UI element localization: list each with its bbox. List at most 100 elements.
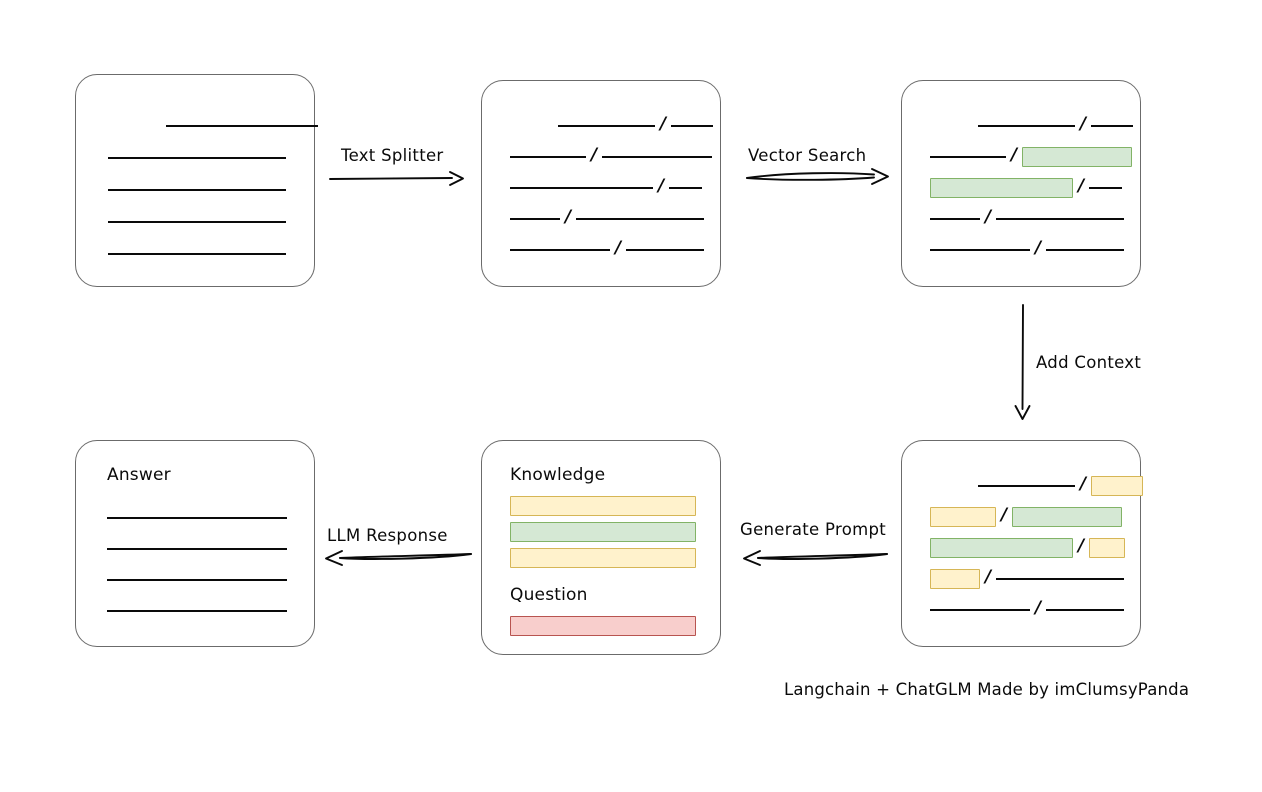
matched-chunks-lines: / / / / / bbox=[930, 115, 1134, 259]
highlighted-chunk-yellow[interactable] bbox=[1089, 538, 1126, 558]
chunk-separator: / bbox=[1001, 504, 1008, 525]
text-rule bbox=[671, 125, 714, 127]
text-rule bbox=[166, 125, 318, 127]
arrow-label-llm-response: LLM Response bbox=[327, 526, 448, 545]
prompt-bar-yellow[interactable] bbox=[510, 548, 696, 568]
footer-credit: Langchain + ChatGLM Made by imClumsyPand… bbox=[784, 680, 1190, 699]
text-rule bbox=[107, 579, 287, 581]
text-line bbox=[107, 573, 287, 587]
text-rule bbox=[1046, 249, 1125, 251]
text-line: / bbox=[930, 566, 1125, 589]
question-label: Question bbox=[510, 585, 588, 605]
text-rule bbox=[669, 187, 703, 189]
text-line: / bbox=[978, 473, 1144, 496]
text-splitter-arrow bbox=[329, 171, 464, 186]
highlighted-chunk-yellow[interactable] bbox=[1091, 476, 1144, 496]
prompt-bar-green[interactable] bbox=[510, 522, 696, 542]
highlighted-chunk-green[interactable] bbox=[930, 538, 1073, 558]
answer-label: Answer bbox=[107, 465, 171, 485]
text-line: / bbox=[510, 144, 713, 165]
highlighted-chunk-yellow[interactable] bbox=[930, 569, 980, 589]
text-line: / bbox=[930, 504, 1123, 527]
highlighted-chunk-green[interactable] bbox=[1022, 147, 1133, 167]
chunk-separator: / bbox=[1078, 535, 1085, 556]
context-chunks-lines: / / / / / bbox=[930, 475, 1144, 619]
arrow-label-vector-search: Vector Search bbox=[748, 146, 867, 165]
split-chunks-box[interactable]: / / / / / bbox=[481, 80, 721, 287]
chunk-separator: / bbox=[985, 206, 992, 227]
highlighted-chunk-yellow[interactable] bbox=[930, 507, 996, 527]
text-rule bbox=[602, 156, 713, 158]
chunk-separator: / bbox=[1080, 473, 1087, 494]
text-rule bbox=[510, 187, 653, 189]
text-rule bbox=[1046, 609, 1125, 611]
chunk-separator: / bbox=[660, 113, 667, 134]
text-rule bbox=[930, 218, 980, 220]
text-line: / bbox=[930, 597, 1125, 618]
text-rule bbox=[1089, 187, 1123, 189]
prompt-box[interactable]: Knowledge Question bbox=[481, 440, 721, 655]
text-rule bbox=[510, 249, 610, 251]
generate-prompt-arrow bbox=[743, 550, 888, 566]
text-line: / bbox=[978, 115, 1134, 133]
vector-search-arrow bbox=[746, 168, 889, 185]
text-rule bbox=[996, 578, 1125, 580]
text-line: / bbox=[930, 175, 1123, 198]
chunk-separator: / bbox=[565, 206, 572, 227]
chunk-separator: / bbox=[658, 175, 665, 196]
text-rule bbox=[930, 249, 1030, 251]
text-line bbox=[108, 183, 286, 197]
text-rule bbox=[510, 218, 560, 220]
source-document-lines bbox=[108, 119, 318, 269]
text-line bbox=[107, 511, 287, 525]
llm-response-arrow bbox=[325, 550, 472, 566]
chunk-separator: / bbox=[591, 144, 598, 165]
answer-box[interactable]: Answer bbox=[75, 440, 315, 647]
text-line bbox=[107, 604, 287, 618]
text-line: / bbox=[510, 206, 705, 227]
context-chunks-box[interactable]: / / / / / bbox=[901, 440, 1144, 647]
chunk-separator: / bbox=[1035, 237, 1042, 258]
matched-chunks-box[interactable]: / / / / / bbox=[901, 80, 1141, 287]
answer-lines bbox=[107, 511, 287, 616]
text-rule bbox=[930, 609, 1030, 611]
text-rule bbox=[510, 156, 586, 158]
text-rule bbox=[108, 157, 286, 159]
source-document-box[interactable] bbox=[75, 74, 318, 287]
text-rule bbox=[107, 548, 287, 550]
chunk-separator: / bbox=[1011, 144, 1018, 165]
text-line bbox=[108, 215, 286, 229]
text-rule bbox=[107, 517, 287, 519]
text-rule bbox=[576, 218, 705, 220]
arrow-label-text-splitter: Text Splitter bbox=[341, 146, 444, 165]
text-line bbox=[166, 119, 318, 133]
text-line: / bbox=[930, 237, 1125, 258]
chunk-separator: / bbox=[985, 566, 992, 587]
text-rule bbox=[978, 125, 1075, 127]
text-line: / bbox=[510, 175, 703, 196]
chunk-separator: / bbox=[1035, 597, 1042, 618]
text-line: / bbox=[930, 144, 1133, 167]
chunk-separator: / bbox=[615, 237, 622, 258]
highlighted-chunk-green[interactable] bbox=[1012, 507, 1123, 527]
highlighted-chunk-green[interactable] bbox=[930, 178, 1073, 198]
text-rule bbox=[930, 156, 1006, 158]
arrow-label-add-context: Add Context bbox=[1036, 353, 1142, 372]
chunk-separator: / bbox=[1078, 175, 1085, 196]
prompt-bar-yellow[interactable] bbox=[510, 496, 696, 516]
text-rule bbox=[107, 610, 287, 612]
text-rule bbox=[626, 249, 705, 251]
text-line: / bbox=[930, 535, 1126, 558]
arrow-label-generate-prompt: Generate Prompt bbox=[740, 520, 886, 539]
text-rule bbox=[996, 218, 1125, 220]
text-line: / bbox=[930, 206, 1125, 227]
text-line bbox=[107, 542, 287, 556]
text-rule bbox=[558, 125, 655, 127]
prompt-bar-red[interactable] bbox=[510, 616, 696, 636]
text-rule bbox=[108, 253, 286, 255]
text-line bbox=[108, 247, 286, 261]
text-line bbox=[108, 151, 286, 165]
text-rule bbox=[108, 189, 286, 191]
text-line: / bbox=[510, 237, 705, 258]
